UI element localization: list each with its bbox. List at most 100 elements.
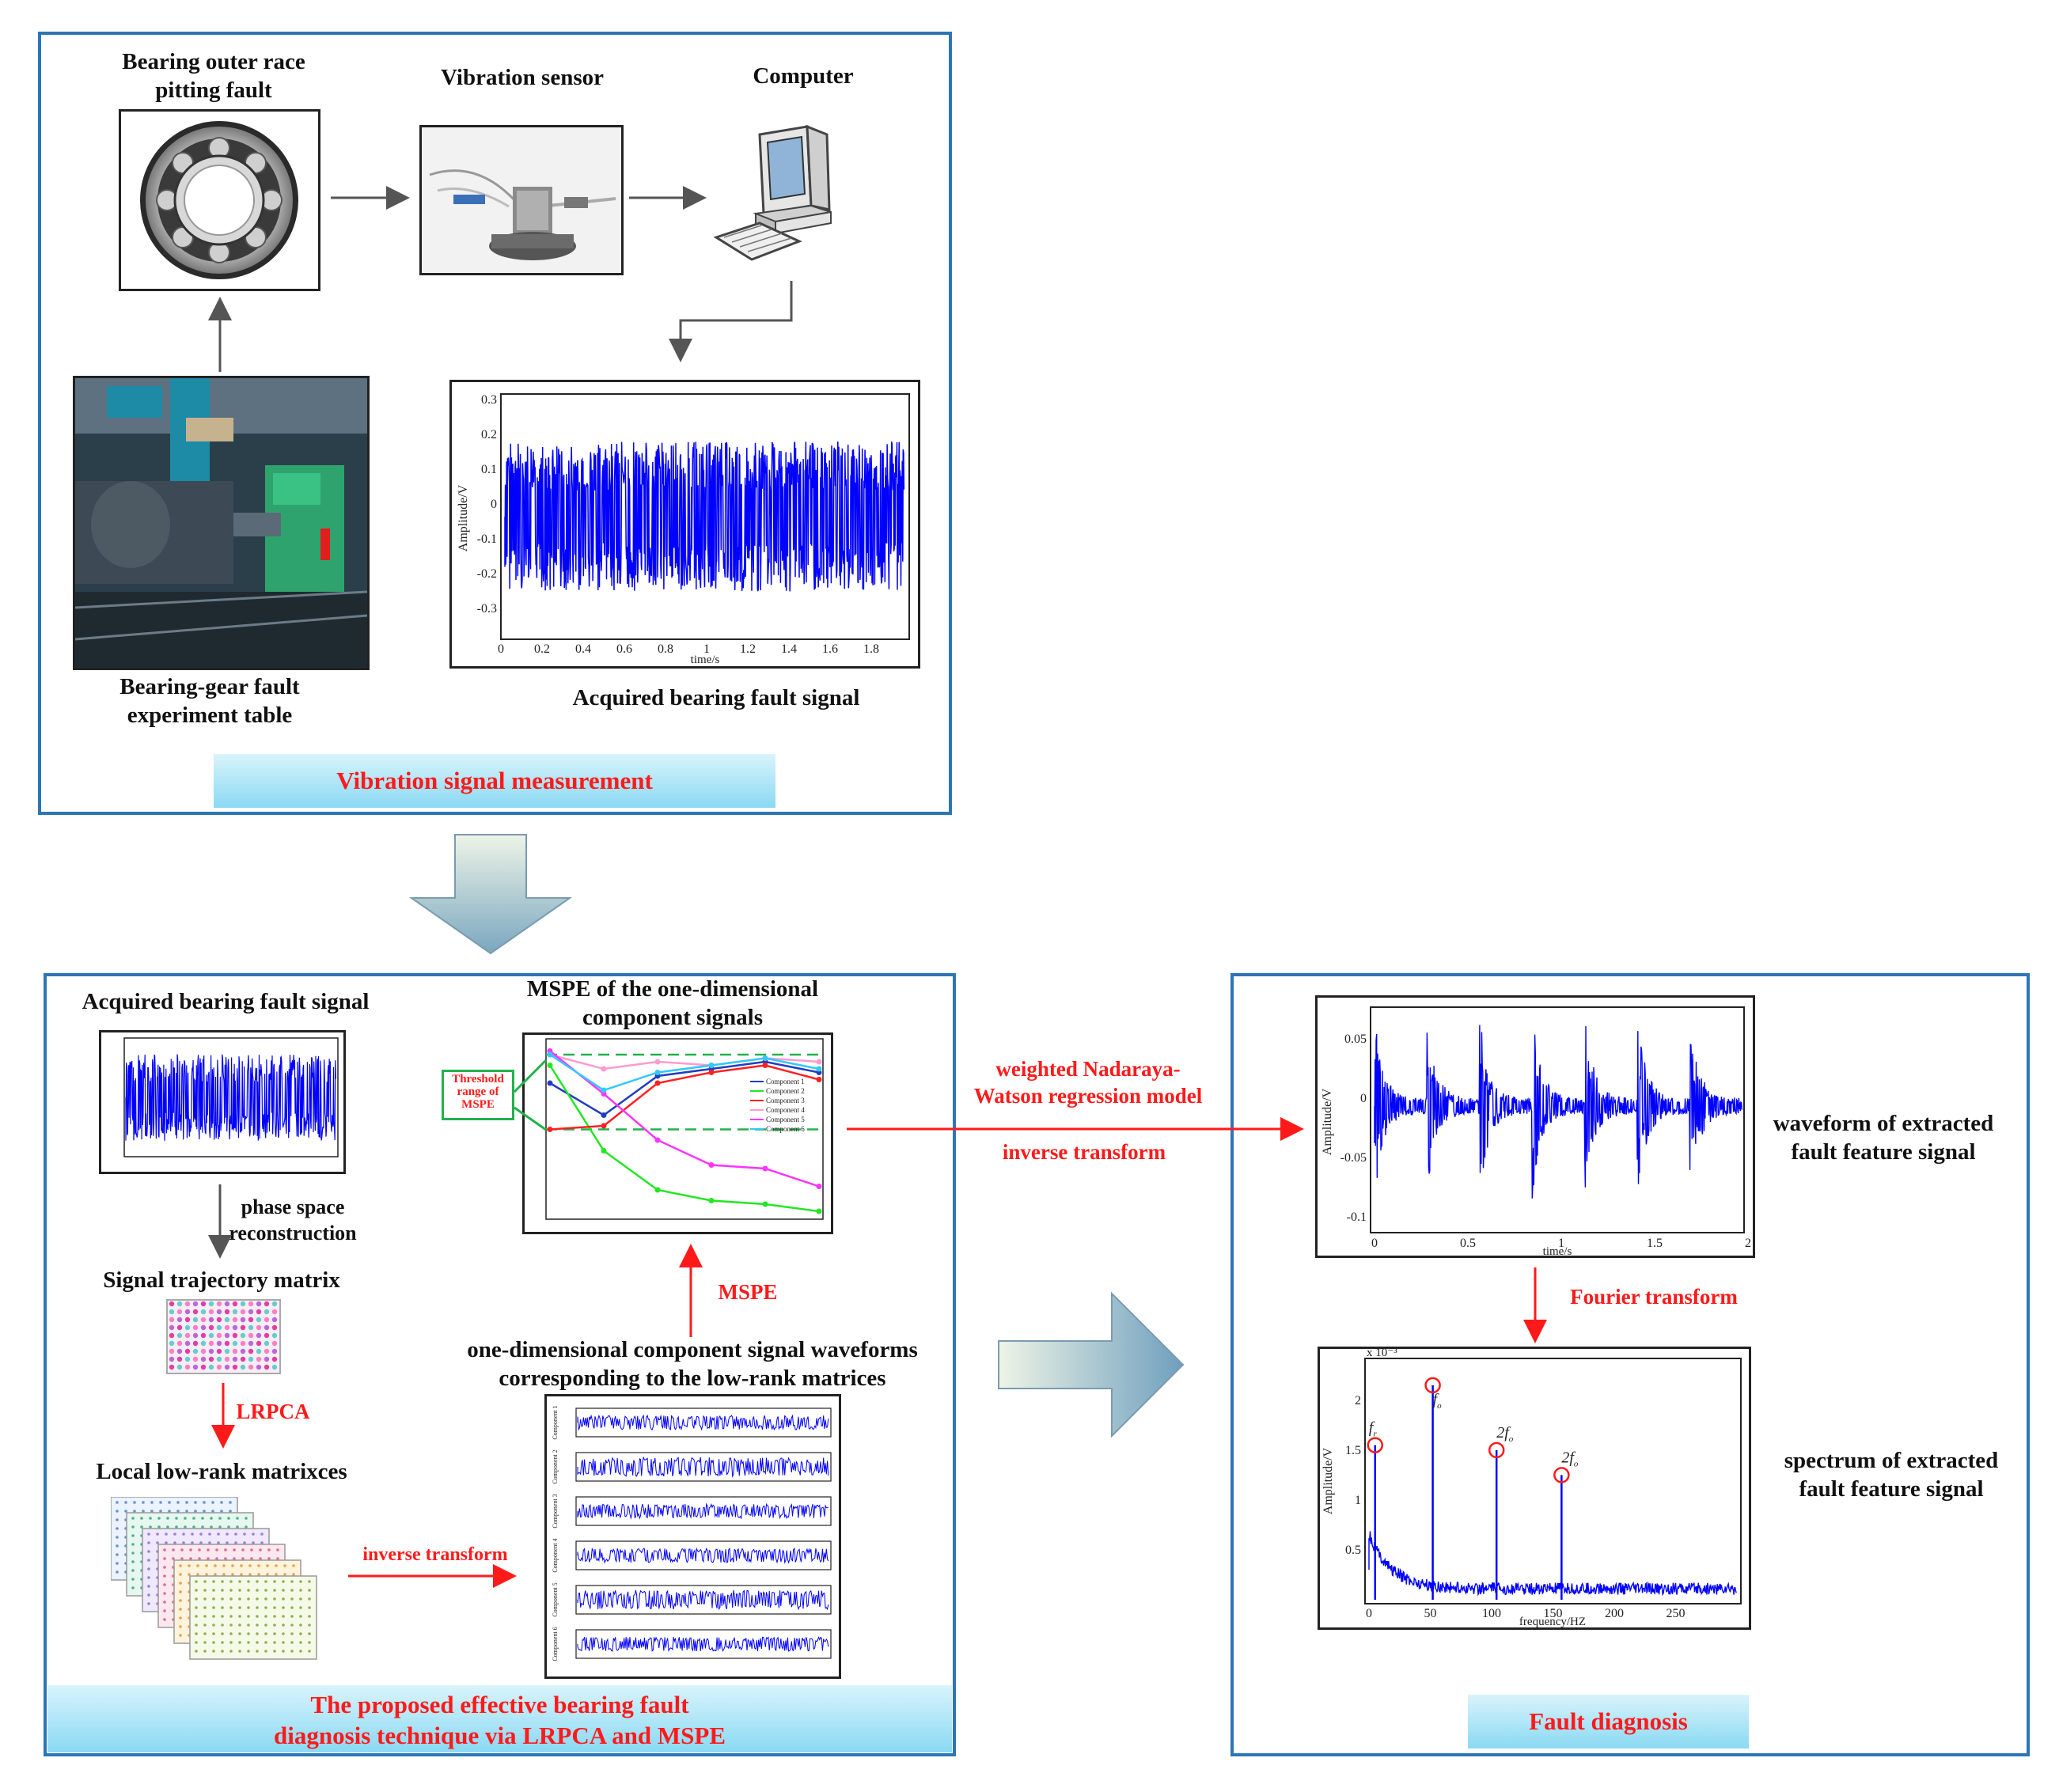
trajectory-cell [192, 1301, 199, 1307]
trajectory-cell [256, 1324, 262, 1331]
spectrum-peak-marker [1367, 1437, 1383, 1453]
trajectory-cell [240, 1317, 246, 1323]
mspe-legend-item: Component 3 [766, 1097, 805, 1104]
lowrank-matrices-stack [111, 1497, 317, 1660]
acquired-signal-ylabel: Amplitude/V [457, 484, 470, 551]
trajectory-cell [176, 1309, 183, 1315]
trajectory-matrix [166, 1299, 281, 1374]
mspe-point [816, 1208, 822, 1214]
mspe-point [601, 1123, 607, 1129]
component-ylabel: Component 4 [552, 1538, 559, 1572]
component-ylabel: Component 3 [552, 1494, 559, 1528]
mspe-point [816, 1077, 822, 1082]
mspe-point [816, 1066, 822, 1072]
mspe-point [762, 1165, 768, 1172]
spectrum-xtick: 200 [1605, 1607, 1624, 1620]
trajectory-cell [248, 1317, 254, 1323]
waveform-trace [1374, 1025, 1742, 1199]
spectrum-xtick: 100 [1482, 1607, 1501, 1620]
mspe-legend-item: Component 2 [766, 1087, 805, 1095]
spectrum-peak-label: 2fo [1496, 1424, 1514, 1444]
component-trace [577, 1502, 829, 1520]
technique-signal-title: Acquired bearing fault signal [82, 989, 370, 1014]
acquired-signal-ytick: 0 [491, 498, 497, 511]
trajectory-cell [200, 1356, 207, 1362]
trajectory-cell [208, 1309, 214, 1315]
mspe-point [601, 1148, 607, 1154]
trajectory-cell [271, 1356, 278, 1362]
mspe-point [601, 1087, 607, 1093]
trajectory-cell [184, 1364, 191, 1370]
trajectory-cell [224, 1317, 230, 1323]
spectrum-xtick: 50 [1424, 1607, 1437, 1620]
spectrum-ytick: 0.5 [1345, 1544, 1361, 1557]
trajectory-label: Signal trajectory matrix [103, 1267, 340, 1293]
trajectory-cell [271, 1317, 278, 1323]
trajectory-cell [208, 1301, 214, 1307]
trajectory-cell [232, 1317, 238, 1323]
trajectory-cell [224, 1309, 230, 1315]
trajectory-cell [216, 1324, 222, 1331]
mspe-point [654, 1070, 661, 1075]
mspe-point [816, 1059, 822, 1065]
trajectory-cell [192, 1364, 199, 1370]
trajectory-cell [184, 1309, 191, 1315]
trajectory-cell [208, 1356, 214, 1362]
mspe-point [654, 1187, 661, 1193]
trajectory-cell [208, 1364, 214, 1370]
component-axes [575, 1629, 832, 1659]
trajectory-cell [169, 1317, 175, 1323]
trajectory-cell [208, 1324, 214, 1331]
trajectory-cell [176, 1348, 183, 1354]
diagnosis-banner: Fault diagnosis [1468, 1695, 1749, 1748]
component-axes [575, 1407, 832, 1438]
mspe-point [547, 1080, 553, 1086]
trajectory-cell [169, 1332, 175, 1339]
trajectory-cell [264, 1309, 270, 1315]
spectrum-ytick: 1.5 [1345, 1444, 1361, 1457]
trajectory-cell [224, 1364, 230, 1370]
acquired-signal-ytick: -0.2 [477, 567, 497, 581]
mspe-point [547, 1127, 553, 1132]
mspe-series-line [549, 1060, 820, 1116]
mspe-point [601, 1112, 607, 1118]
inverse-transform-label: inverse transform [362, 1544, 508, 1565]
trajectory-cell [256, 1332, 262, 1339]
trajectory-cell [169, 1356, 175, 1362]
trajectory-cell [216, 1309, 222, 1315]
mspe-point [762, 1063, 768, 1068]
trajectory-cell [232, 1356, 238, 1362]
trajectory-cell [184, 1356, 191, 1362]
waveform-xtick: 0.5 [1460, 1237, 1476, 1250]
acquired-signal-ytick: -0.1 [477, 532, 497, 546]
trajectory-cell [248, 1348, 254, 1354]
computer-icon [712, 119, 847, 277]
trajectory-cell [200, 1317, 207, 1323]
component-ylabel: Component 2 [552, 1449, 559, 1483]
regression-label: weighted Nadaraya-Watson regression mode… [973, 1057, 1203, 1108]
trajectory-cell [256, 1356, 262, 1362]
trajectory-cell [224, 1356, 230, 1362]
trajectory-cell [248, 1340, 254, 1347]
trajectory-cell [256, 1301, 262, 1307]
trajectory-cell [184, 1340, 191, 1347]
experiment-table-image [73, 376, 370, 670]
big-right-arrow [998, 1291, 1185, 1438]
acquired-signal-ytick: 0.2 [481, 428, 497, 441]
trajectory-cell [216, 1301, 222, 1307]
lowrank-matrix [189, 1575, 317, 1660]
mspe-point [708, 1070, 715, 1075]
measurement-panel [38, 32, 952, 815]
technique-signal-trace [125, 1054, 336, 1141]
trajectory-cell [264, 1364, 270, 1370]
trajectory-cell [200, 1364, 207, 1370]
technique-signal-axes [123, 1037, 339, 1157]
trajectory-cell [240, 1364, 246, 1370]
computer-label: Computer [753, 63, 854, 89]
waveform-xtick: 2 [1745, 1237, 1751, 1250]
waveform-ytick: 0.05 [1344, 1032, 1367, 1046]
trajectory-cell [208, 1317, 214, 1323]
